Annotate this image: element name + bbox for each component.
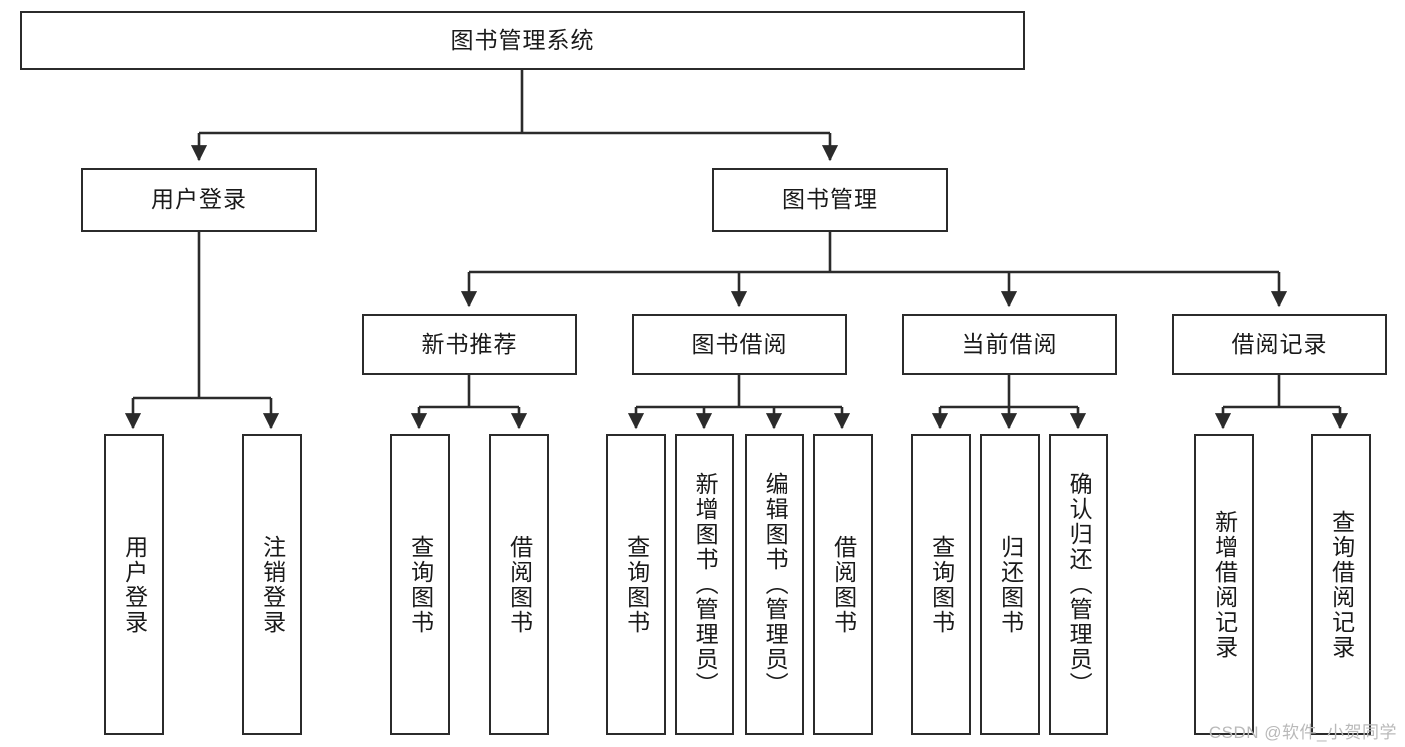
leaf-book-borrow-query[interactable]: 查询图书	[606, 434, 666, 735]
watermark-text: CSDN @软件_小贺同学	[1208, 723, 1397, 742]
node-label: 查询借阅记录	[1328, 509, 1355, 660]
node-label: 借阅记录	[1231, 330, 1328, 357]
leaf-borrow-records-add[interactable]: 新增借阅记录	[1194, 434, 1254, 735]
node-borrow-records[interactable]: 借阅记录	[1172, 314, 1387, 375]
node-label: 用户登录	[121, 534, 148, 635]
node-label: 编辑图书（管理员）	[762, 472, 789, 697]
node-root-system[interactable]: 图书管理系统	[20, 11, 1025, 70]
node-label: 确认归还（管理员）	[1066, 472, 1093, 697]
node-label: 借阅图书	[506, 534, 533, 635]
leaf-current-borrow-query[interactable]: 查询图书	[911, 434, 971, 735]
leaf-user-login-login[interactable]: 用户登录	[104, 434, 164, 735]
leaf-borrow-records-query[interactable]: 查询借阅记录	[1311, 434, 1371, 735]
node-label: 图书借阅	[691, 330, 788, 357]
node-label: 图书管理系统	[450, 26, 595, 53]
node-current-borrow[interactable]: 当前借阅	[902, 314, 1117, 375]
node-label: 查询图书	[407, 534, 434, 635]
leaf-book-borrow-edit[interactable]: 编辑图书（管理员）	[745, 434, 804, 735]
node-label: 注销登录	[259, 534, 286, 635]
leaf-current-borrow-confirm-return[interactable]: 确认归还（管理员）	[1049, 434, 1108, 735]
node-label: 归还图书	[997, 534, 1024, 635]
node-label: 借阅图书	[830, 534, 857, 635]
node-label: 查询图书	[928, 534, 955, 635]
node-label: 新增图书（管理员）	[692, 472, 719, 697]
leaf-new-book-query[interactable]: 查询图书	[390, 434, 450, 735]
leaf-user-login-logout[interactable]: 注销登录	[242, 434, 302, 735]
node-label: 用户登录	[151, 186, 247, 213]
node-label: 图书管理	[782, 186, 878, 213]
node-book-management[interactable]: 图书管理	[712, 168, 948, 232]
leaf-book-borrow-add[interactable]: 新增图书（管理员）	[675, 434, 734, 735]
leaf-current-borrow-return[interactable]: 归还图书	[980, 434, 1040, 735]
node-label: 新书推荐	[421, 330, 518, 357]
node-label: 新增借阅记录	[1211, 509, 1238, 660]
node-user-login[interactable]: 用户登录	[81, 168, 317, 232]
node-label: 查询图书	[623, 534, 650, 635]
node-new-book-recommend[interactable]: 新书推荐	[362, 314, 577, 375]
leaf-new-book-borrow[interactable]: 借阅图书	[489, 434, 549, 735]
node-book-borrow[interactable]: 图书借阅	[632, 314, 847, 375]
node-label: 当前借阅	[961, 330, 1058, 357]
leaf-book-borrow-borrow[interactable]: 借阅图书	[813, 434, 873, 735]
